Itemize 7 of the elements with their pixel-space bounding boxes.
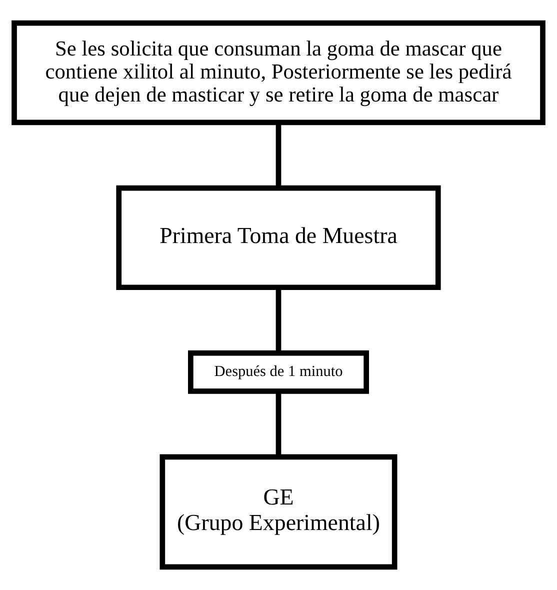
connector xyxy=(276,287,282,353)
connector xyxy=(276,122,282,188)
node-box: GE (Grupo Experimental) xyxy=(160,454,398,570)
node-box: Primera Toma de Muestra xyxy=(116,185,441,290)
node-box: Se les solicita que consuman la goma de mascar que contiene xilitol al minuto, Posteriormente se les pedirá que dejen de masticar y se retire la goma de mascar xyxy=(12,20,546,126)
connector xyxy=(276,392,282,456)
node-box: Después de 1 minuto xyxy=(188,350,369,394)
